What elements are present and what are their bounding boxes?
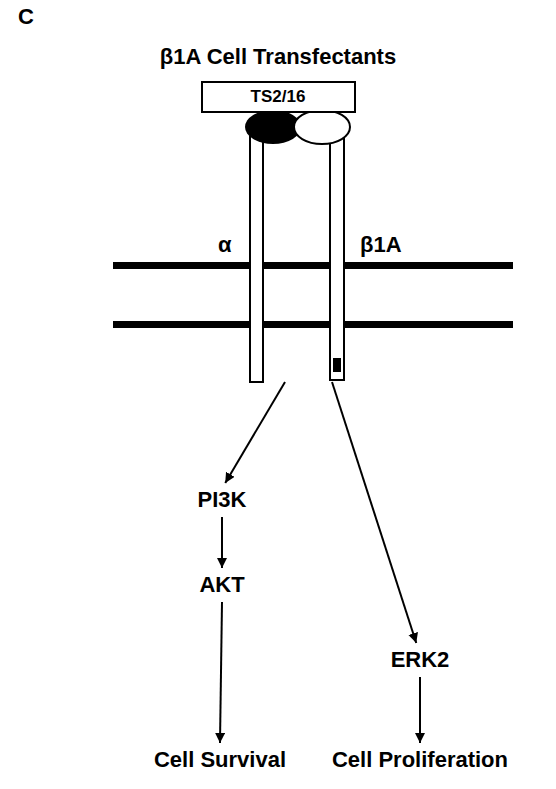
- signal-arrow: [332, 382, 416, 643]
- pathway-node: PI3K: [190, 483, 255, 517]
- alpha-head: [245, 110, 301, 144]
- panel-letter: C: [18, 4, 34, 30]
- antibody-box: TS2/16: [201, 81, 356, 113]
- integrin-receptor: α β1A: [210, 140, 410, 382]
- node-text: Cell Survival: [154, 747, 286, 773]
- membrane-line: [113, 321, 513, 328]
- outcome-node: Cell Survival: [146, 743, 294, 777]
- signal-arrow: [221, 517, 223, 568]
- alpha-stalk: [250, 136, 263, 382]
- pathway-node: AKT: [191, 568, 252, 602]
- pathway-node: ERK2: [383, 643, 458, 677]
- outcome-node: Cell Proliferation: [324, 743, 516, 777]
- signal-arrow: [419, 677, 421, 743]
- beta-head: [294, 110, 350, 144]
- diagram-title: β1A Cell Transfectants: [160, 44, 396, 70]
- node-text: PI3K: [198, 487, 247, 513]
- tail-motif: [333, 358, 341, 372]
- node-text: AKT: [199, 572, 244, 598]
- signal-arrow: [225, 382, 285, 483]
- node-text: α: [218, 232, 232, 258]
- signal-arrow: [220, 602, 222, 743]
- beta-stalk: [330, 136, 344, 380]
- node-text: TS2/16: [211, 87, 346, 107]
- node-text: β1A: [360, 232, 402, 258]
- node-text: Cell Proliferation: [332, 747, 508, 773]
- node-text: ERK2: [391, 647, 450, 673]
- membrane-line: [113, 262, 513, 269]
